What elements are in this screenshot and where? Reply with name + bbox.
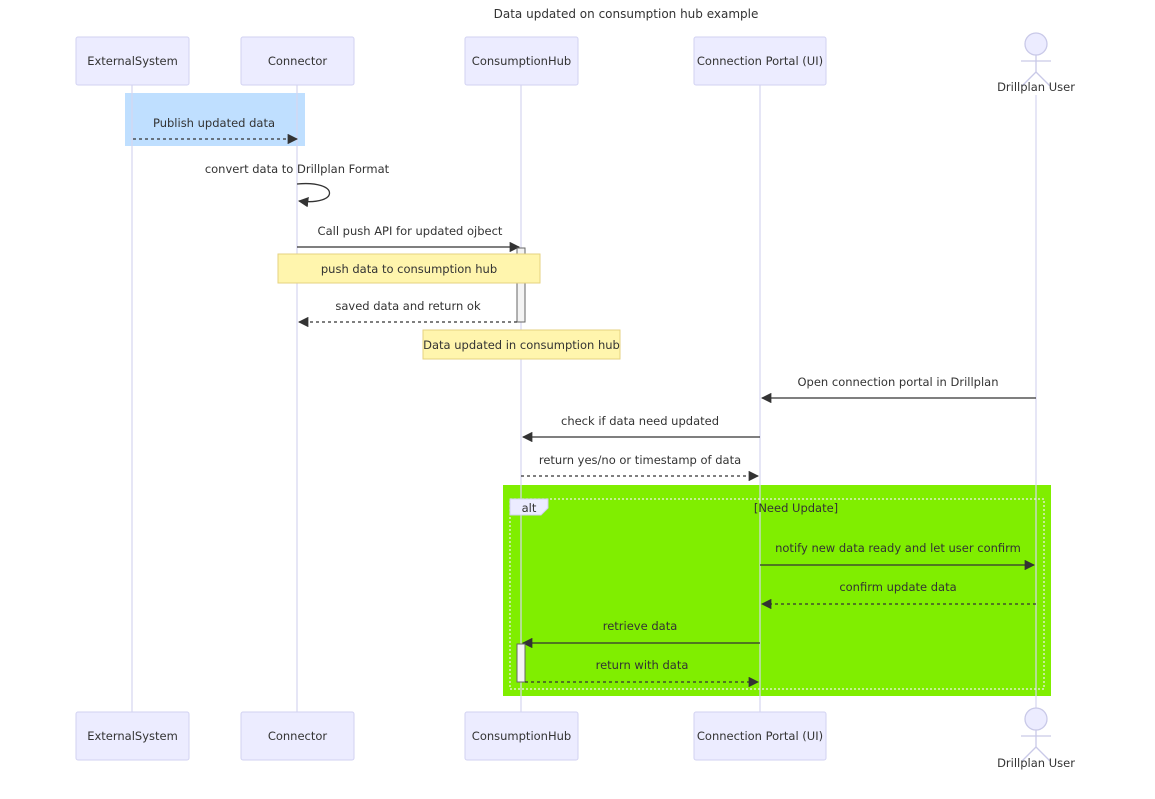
message-notify-user: notify new data ready and let user confi…: [760, 541, 1036, 571]
person-icon: [1021, 707, 1051, 762]
message-return-data: return with data: [525, 658, 760, 688]
alt-tag-label: alt: [522, 501, 537, 515]
participant-connector-bottom: Connector: [240, 711, 355, 761]
message-label: confirm update data: [839, 580, 956, 594]
participant-label: Connection Portal (UI): [697, 729, 823, 743]
message-label: check if data need updated: [561, 414, 719, 428]
participant-connection-portal-top: Connection Portal (UI): [693, 36, 827, 86]
message-saved-data: saved data and return ok: [297, 299, 517, 328]
alt-frame: alt [Need Update]: [509, 498, 1045, 690]
note-label: push data to consumption hub: [321, 262, 497, 276]
participant-label: Connector: [268, 729, 328, 743]
message-label: Publish updated data: [153, 116, 275, 130]
participant-consumptionhub-top: ConsumptionHub: [464, 36, 579, 86]
alt-condition: [Need Update]: [754, 501, 838, 515]
participant-label: Drillplan User: [997, 756, 1075, 770]
participant-label: Connector: [268, 54, 328, 68]
note-push-data: push data to consumption hub: [277, 253, 541, 284]
participant-label: ConsumptionHub: [472, 729, 571, 743]
message-open-portal: Open connection portal in Drillplan: [760, 375, 1036, 404]
message-convert-data: convert data to Drillplan Format: [205, 162, 390, 208]
participant-label: ConsumptionHub: [472, 54, 571, 68]
message-label: notify new data ready and let user confi…: [775, 541, 1021, 555]
participant-connector-top: Connector: [240, 36, 355, 86]
activation-bar: [516, 643, 526, 683]
participant-label: Connection Portal (UI): [697, 54, 823, 68]
message-label: convert data to Drillplan Format: [205, 162, 390, 176]
activation-bar: [516, 247, 526, 323]
participant-externalsystem-bottom: ExternalSystem: [75, 711, 190, 761]
participant-label: ExternalSystem: [87, 729, 178, 743]
message-label: return yes/no or timestamp of data: [539, 453, 741, 467]
participant-consumptionhub-bottom: ConsumptionHub: [464, 711, 579, 761]
participant-externalsystem-top: ExternalSystem: [75, 36, 190, 86]
message-confirm-update: confirm update data: [760, 580, 1036, 610]
person-icon: [1021, 32, 1051, 87]
alt-background: [503, 485, 1051, 696]
highlight-rect: [125, 93, 305, 146]
message-label: return with data: [596, 658, 689, 672]
message-check-data: check if data need updated: [521, 414, 760, 443]
diagram-title: Data updated on consumption hub example: [494, 7, 759, 21]
participant-connection-portal-bottom: Connection Portal (UI): [693, 711, 827, 761]
message-label: saved data and return ok: [335, 299, 481, 313]
message-label: Open connection portal in Drillplan: [798, 375, 999, 389]
note-label: Data updated in consumption hub: [423, 338, 620, 352]
participant-drillplan-user-bottom: Drillplan User: [997, 707, 1075, 770]
participant-label: ExternalSystem: [87, 54, 178, 68]
message-return-timestamp: return yes/no or timestamp of data: [521, 453, 760, 482]
participant-label: Drillplan User: [997, 80, 1075, 94]
alt-tag-box: [509, 498, 549, 516]
message-publish-updated-data: Publish updated data: [133, 116, 299, 145]
participant-drillplan-user-top: Drillplan User: [997, 32, 1075, 94]
message-label: Call push API for updated ojbect: [318, 224, 503, 238]
note-data-updated: Data updated in consumption hub: [422, 329, 621, 360]
message-retrieve-data: retrieve data: [521, 619, 760, 649]
message-label: retrieve data: [603, 619, 678, 633]
message-call-push-api: Call push API for updated ojbect: [297, 224, 521, 253]
